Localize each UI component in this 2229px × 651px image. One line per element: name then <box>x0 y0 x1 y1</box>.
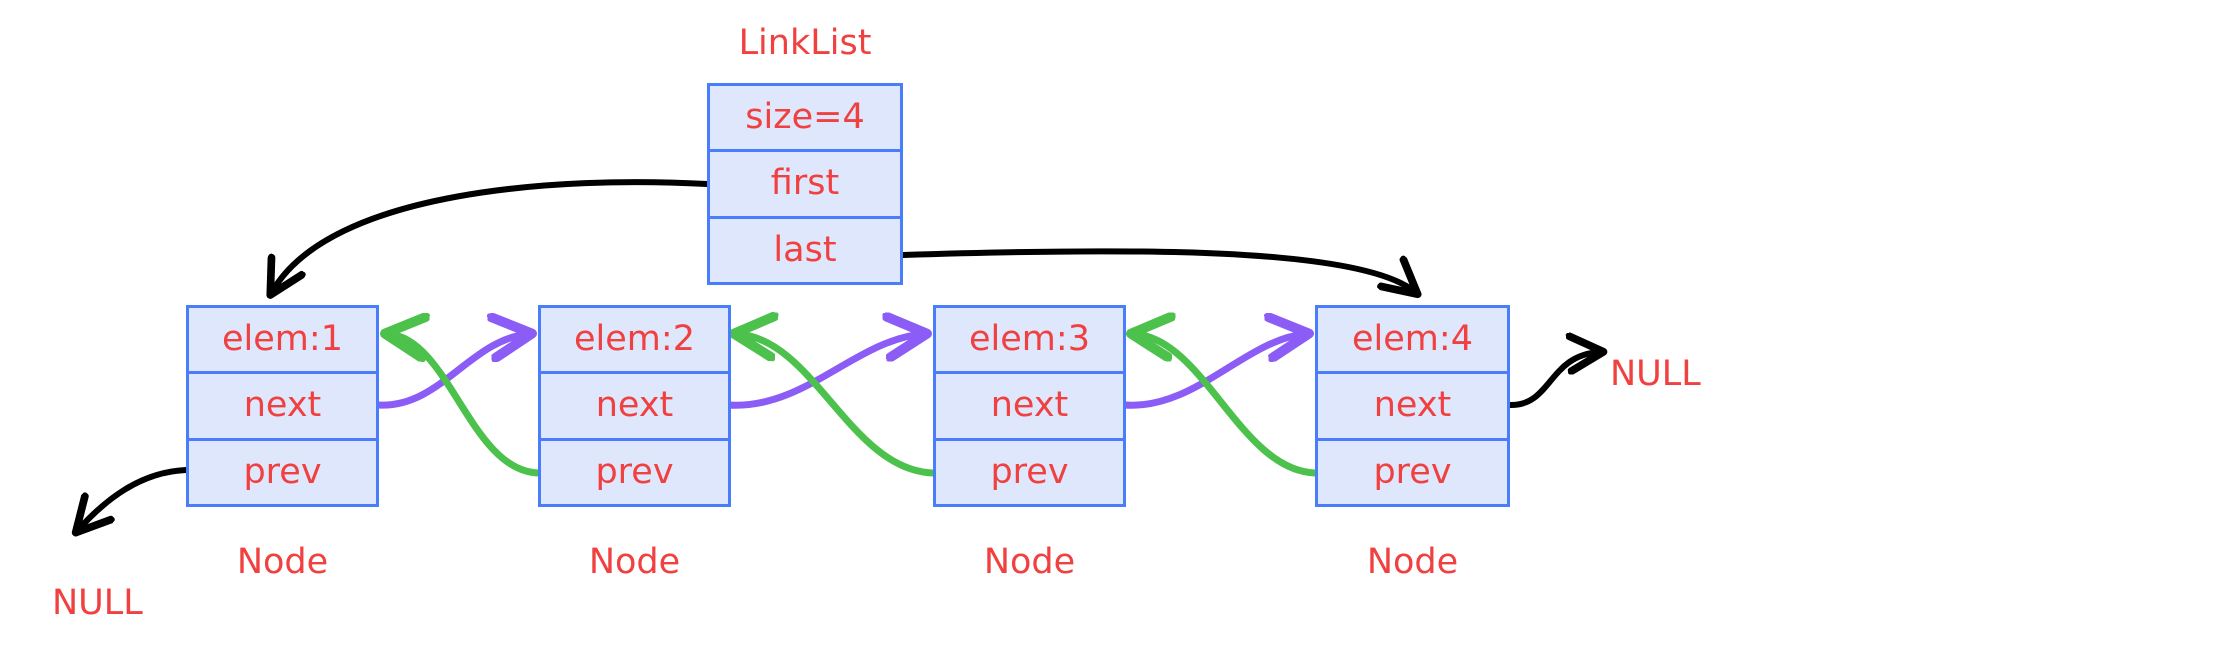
node-box-4: elem:4 next prev <box>1315 305 1510 507</box>
linklist-row-first: first <box>710 152 900 219</box>
arrow-next-node3-to-node4 <box>1121 334 1305 409</box>
node-4-row-prev: prev <box>1373 451 1452 492</box>
node-2-caption: Node <box>588 542 681 582</box>
linklist-row-last: last <box>773 229 837 270</box>
arrow-next-node1-to-node2 <box>375 334 528 409</box>
node-2-row-next: next <box>541 374 728 441</box>
arrow-prev-node2-to-node1 <box>389 334 542 477</box>
arrow-prev-node3-to-node2 <box>738 334 937 477</box>
arrow-last-to-node4 <box>900 248 1415 292</box>
node-1-row-elem: elem:1 <box>189 308 376 375</box>
arrow-first-to-node1 <box>272 179 710 292</box>
node-1-row-next: next <box>189 374 376 441</box>
node-1-row-prev: prev <box>243 451 322 492</box>
node-box-3: elem:3 next prev <box>933 305 1126 507</box>
linklist-row-size: size=4 <box>710 86 900 153</box>
node-4-row-elem: elem:4 <box>1318 308 1507 375</box>
node-3-caption: Node <box>983 542 1076 582</box>
node-1-caption: Node <box>236 542 329 582</box>
arrow-next-node2-to-node3 <box>724 334 923 409</box>
node-2-row-prev: prev <box>595 451 674 492</box>
node-3-row-next: next <box>936 374 1123 441</box>
node-2-row-elem: elem:2 <box>541 308 728 375</box>
linklist-box: size=4 first last <box>707 83 903 285</box>
node-3-row-prev: prev <box>990 451 1069 492</box>
arrow-prev-node4-to-node3 <box>1135 334 1319 477</box>
null-label-tail-next: NULL <box>1610 354 1701 394</box>
arrow-node4-next-to-null <box>1507 352 1600 409</box>
null-label-head-prev: NULL <box>52 583 143 623</box>
node-4-row-next: next <box>1318 374 1507 441</box>
linklist-caption: LinkList <box>738 23 872 63</box>
node-box-2: elem:2 next prev <box>538 305 731 507</box>
node-3-row-elem: elem:3 <box>936 308 1123 375</box>
arrow-node1-prev-to-null <box>78 467 189 530</box>
node-4-caption: Node <box>1366 542 1459 582</box>
node-box-1: elem:1 next prev <box>186 305 379 507</box>
